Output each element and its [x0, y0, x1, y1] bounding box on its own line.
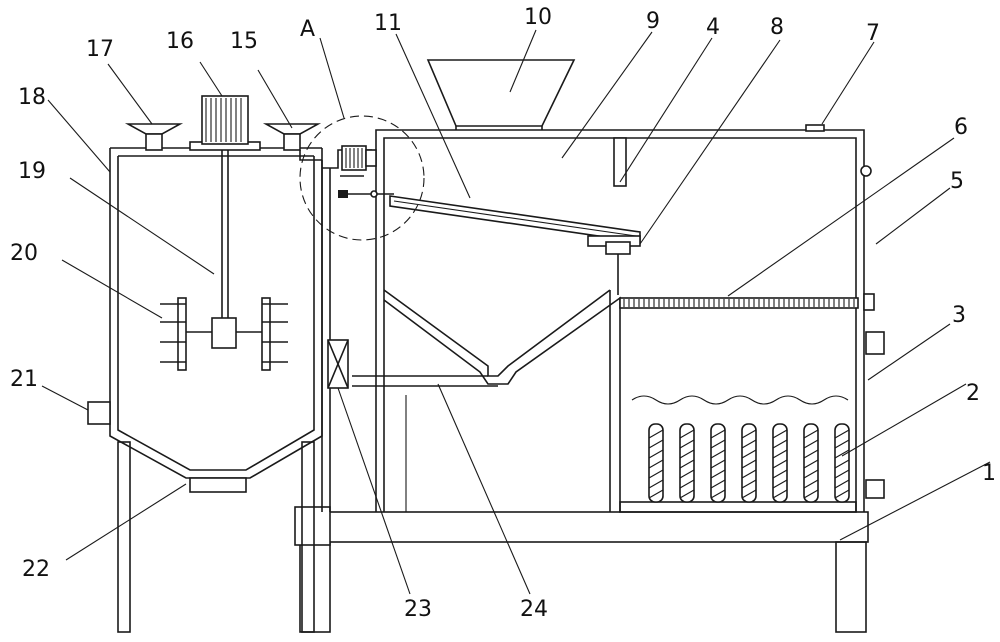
- label-5: 5: [950, 169, 964, 194]
- heating-coil: [803, 423, 819, 503]
- label-20: 20: [10, 241, 38, 266]
- collection-funnel: [352, 289, 621, 512]
- label-16: 16: [166, 29, 194, 54]
- label-19: 19: [18, 159, 46, 184]
- mixing-tank: [87, 147, 323, 633]
- liquid-section: [619, 395, 857, 513]
- label-10: 10: [524, 5, 552, 30]
- label-1: 1: [982, 461, 996, 486]
- label-15: 15: [230, 29, 258, 54]
- label-17: 17: [86, 37, 114, 62]
- connecting-pipe: [299, 149, 372, 512]
- feed-hopper: [426, 59, 627, 187]
- label-7: 7: [866, 21, 880, 46]
- heating-coil: [648, 423, 664, 503]
- inclined-screen: [389, 195, 641, 295]
- label-18: 18: [18, 85, 46, 110]
- main-tank: [375, 124, 885, 512]
- label-23: 23: [404, 597, 432, 622]
- heating-coil: [741, 423, 757, 503]
- label-A: A: [300, 17, 315, 42]
- stirrer-assembly: [160, 95, 288, 371]
- part-labels: 1 2 3 5 6 7 8 4 9 10 11 A 15 16 17 18 19…: [10, 5, 996, 622]
- label-4: 4: [706, 15, 720, 40]
- filter-plate: [619, 297, 859, 309]
- heating-coil: [772, 423, 788, 503]
- label-11: 11: [374, 11, 402, 36]
- detail-a: [299, 115, 425, 241]
- label-6: 6: [954, 115, 968, 140]
- label-24: 24: [520, 597, 548, 622]
- leader-lines: [41, 29, 991, 595]
- heating-coil: [710, 423, 726, 503]
- label-21: 21: [10, 367, 38, 392]
- label-8: 8: [770, 15, 784, 40]
- label-3: 3: [952, 303, 966, 328]
- label-22: 22: [22, 557, 50, 582]
- heating-coil: [834, 423, 850, 503]
- base-frame: [294, 506, 869, 633]
- label-9: 9: [646, 9, 660, 34]
- label-2: 2: [966, 381, 980, 406]
- feed-funnels: [124, 123, 322, 151]
- heating-coil: [679, 423, 695, 503]
